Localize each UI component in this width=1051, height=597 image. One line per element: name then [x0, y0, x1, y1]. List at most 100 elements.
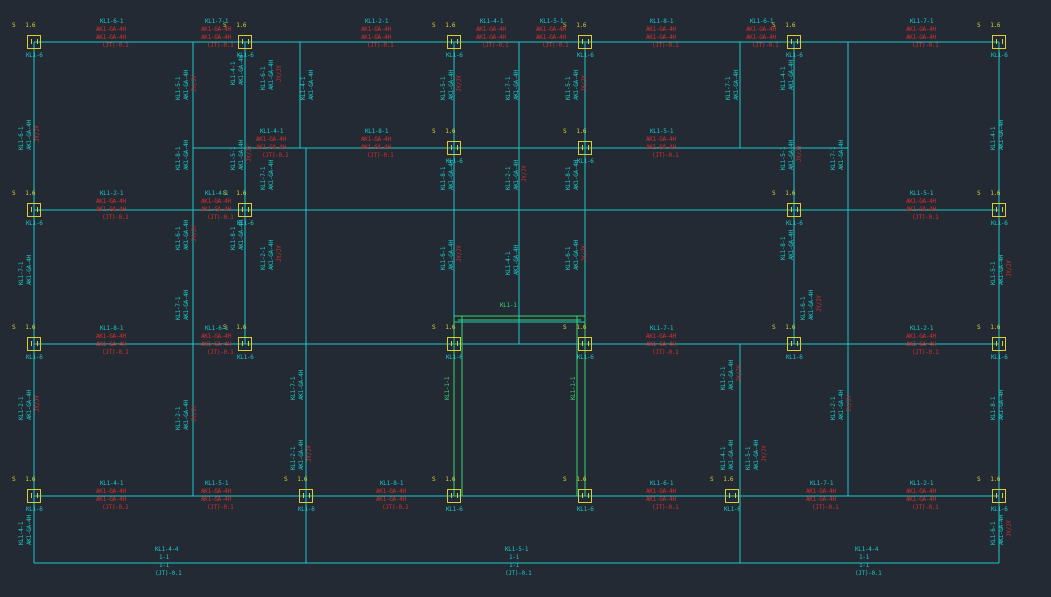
column-marker[interactable] [447, 337, 461, 351]
column-tag: S 1.6 [12, 324, 36, 331]
beam-rebar-label-vertical: AK1-GA-4H [26, 120, 33, 150]
column-marker[interactable] [992, 203, 1006, 217]
rebar-note-vertical: JY/JY [521, 165, 528, 182]
bottom-beam-elevation: (JT)-0.1 [505, 570, 532, 577]
column-marker[interactable] [787, 337, 801, 351]
column-tag: S 1.6 [432, 324, 456, 331]
beam-span-label-vertical: KL1-2-1 [505, 166, 512, 190]
column-marker[interactable] [578, 35, 592, 49]
beam-span-label: KL1-7-1 [910, 18, 934, 25]
beam-rebar-label: AK1-GA-4H [201, 206, 231, 213]
beam-rebar-label: AK1-GA-4H [361, 34, 391, 41]
beam-rebar-label-vertical: AK1-GA-4H [448, 70, 455, 100]
rebar-note-vertical: JY/JY [191, 75, 198, 92]
beam-elevation-label: (JT)-0.1 [652, 42, 679, 49]
beam-span-label: KL1-6-1 [205, 325, 229, 332]
column-tag: S 1.6 [772, 22, 796, 29]
column-grid-label: KL1-6 [577, 506, 594, 513]
column-marker[interactable] [27, 203, 41, 217]
beam-span-label-vertical: KL1-7-1 [505, 76, 512, 100]
bottom-beam-detail: 1-1 [859, 554, 869, 561]
column-grid-label: KL1-6 [786, 220, 803, 227]
column-marker[interactable] [578, 337, 592, 351]
beam-rebar-label-vertical: AK1-GA-4H [838, 390, 845, 420]
beam-span-label: KL1-5-1 [205, 480, 229, 487]
column-marker[interactable] [299, 489, 313, 503]
beam-rebar-label: AK1-GA-4H [646, 341, 676, 348]
column-marker[interactable] [447, 141, 461, 155]
column-grid-label: KL1-6 [26, 506, 43, 513]
beam-elevation-label: (JT)-0.1 [752, 42, 779, 49]
beam-elevation-label: (JT)-0.1 [102, 349, 129, 356]
rebar-note-vertical: JY/JY [306, 445, 313, 462]
beam-rebar-label: AK1-GA-4H [646, 26, 676, 33]
beam-span-label: KL1-6-1 [100, 18, 124, 25]
column-marker[interactable] [447, 489, 461, 503]
beam-elevation-label: (JT)-0.1 [207, 349, 234, 356]
column-grid-label: KL1-6 [237, 354, 254, 361]
beam-span-label-vertical: KL1-2-1 [260, 246, 267, 270]
column-marker[interactable] [578, 489, 592, 503]
beam-elevation-label: (JT)-0.1 [102, 42, 129, 49]
beam-rebar-label: AK1-GA-4H [906, 488, 936, 495]
beam-rebar-label: AK1-GA-4H [906, 206, 936, 213]
beam-span-label-vertical: KL1-4-1 [18, 521, 25, 545]
column-marker[interactable] [787, 203, 801, 217]
beam-elevation-label: (JT)-0.1 [102, 214, 129, 221]
column-marker[interactable] [447, 35, 461, 49]
beam-rebar-label-vertical: AK1-GA-4H [448, 160, 455, 190]
rebar-note-vertical: JY/JY [816, 295, 823, 312]
rebar-note-vertical: JY/JY [276, 65, 283, 82]
column-grid-label: KL1-6 [26, 354, 43, 361]
column-marker[interactable] [725, 489, 739, 503]
beam-rebar-label: AK1-GA-4H [646, 136, 676, 143]
column-marker[interactable] [578, 141, 592, 155]
bottom-beam-detail: 1-1 [509, 562, 519, 569]
beam-rebar-label: AK1-GA-4H [201, 34, 231, 41]
column-marker[interactable] [27, 337, 41, 351]
beam-span-label-vertical: KL1-7-1 [830, 146, 837, 170]
column-grid-label: KL1-6 [786, 354, 803, 361]
column-tag: S 1.6 [432, 128, 456, 135]
beam-elevation-label: (JT)-0.1 [207, 504, 234, 511]
rebar-note-vertical: JY/JY [581, 75, 588, 92]
beam-span-label-vertical: KL1-7-1 [18, 261, 25, 285]
beam-rebar-label-vertical: AK1-GA-4H [808, 290, 815, 320]
beam-span-label-vertical: KL1-6-1 [990, 521, 997, 545]
beam-rebar-label-vertical: AK1-GA-4H [183, 400, 190, 430]
beam-rebar-label: AK1-GA-4H [376, 496, 406, 503]
column-marker[interactable] [992, 35, 1006, 49]
beam-span-label-vertical: KL1-4-1 [720, 446, 727, 470]
beam-elevation-label: (JT)-0.1 [207, 214, 234, 221]
column-marker[interactable] [992, 337, 1006, 351]
column-marker[interactable] [787, 35, 801, 49]
column-marker[interactable] [238, 203, 252, 217]
column-marker[interactable] [992, 489, 1006, 503]
beam-rebar-label-vertical: AK1-GA-4H [308, 70, 315, 100]
column-marker[interactable] [238, 337, 252, 351]
column-grid-label: KL1-6 [26, 52, 43, 59]
beam-span-label: KL1-5-1 [910, 190, 934, 197]
column-marker[interactable] [27, 35, 41, 49]
beam-rebar-label-vertical: AK1-GA-4H [998, 390, 1005, 420]
rebar-note-vertical: JY/JY [246, 145, 253, 162]
beam-span-label-vertical: KL1-8-1 [230, 226, 237, 250]
column-marker[interactable] [238, 35, 252, 49]
beam-rebar-label: AK1-GA-4H [361, 144, 391, 151]
beam-rebar-label: AK1-GA-4H [201, 496, 231, 503]
beam-elevation-label: (JT)-0.1 [912, 214, 939, 221]
beam-span-label-vertical: KL1-5-1 [175, 76, 182, 100]
column-tag: S 1.6 [563, 324, 587, 331]
beam-span-label: KL1-4-1 [100, 480, 124, 487]
beam-span-label-vertical: KL1-5-1 [565, 76, 572, 100]
beam-rebar-label: AK1-GA-4H [746, 34, 776, 41]
beam-rebar-label: AK1-GA-4H [361, 26, 391, 33]
column-grid-label: KL1-6 [237, 52, 254, 59]
beam-rebar-label: AK1-GA-4H [476, 34, 506, 41]
beam-elevation-label: (JT)-0.1 [207, 42, 234, 49]
column-marker[interactable] [27, 489, 41, 503]
column-tag: S 1.6 [563, 476, 587, 483]
beam-span-label-vertical: KL1-5-1 [990, 261, 997, 285]
bottom-beam-label: KL1-4-4 [855, 546, 879, 553]
beam-rebar-label: AK1-GA-4H [806, 496, 836, 503]
